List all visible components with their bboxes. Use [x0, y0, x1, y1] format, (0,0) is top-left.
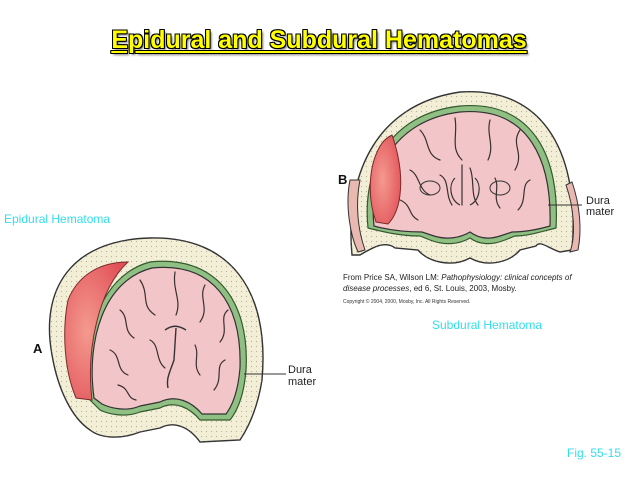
dura-mater-label-b: Dura mater [586, 195, 615, 218]
epidural-hematoma-shape [64, 261, 130, 401]
slide-title: Epidural and Subdural Hematomas [111, 26, 527, 54]
source-credit: From Price SA, Wilson LM: Pathophysiolog… [343, 272, 633, 308]
subdural-hematoma-shape [369, 134, 402, 225]
copyright-notice: Copyright © 2004, 2000, Mosby, Inc. All … [343, 299, 471, 305]
skull-a [48, 237, 286, 443]
dura-mater-label-a: Dura mater [288, 364, 317, 388]
brain-a [91, 266, 241, 415]
scalp-right-b [565, 181, 581, 253]
subdural-hematoma-label: Subdural Hematoma [432, 318, 543, 332]
figure-number: Fig. 55-15 [567, 446, 622, 460]
panel-a-label: A [33, 341, 43, 356]
epidural-hematoma-label: Epidural Hematoma [4, 212, 111, 226]
skull-b [347, 91, 582, 264]
scalp-left-b [347, 179, 366, 253]
panel-b-label: B [338, 172, 348, 187]
